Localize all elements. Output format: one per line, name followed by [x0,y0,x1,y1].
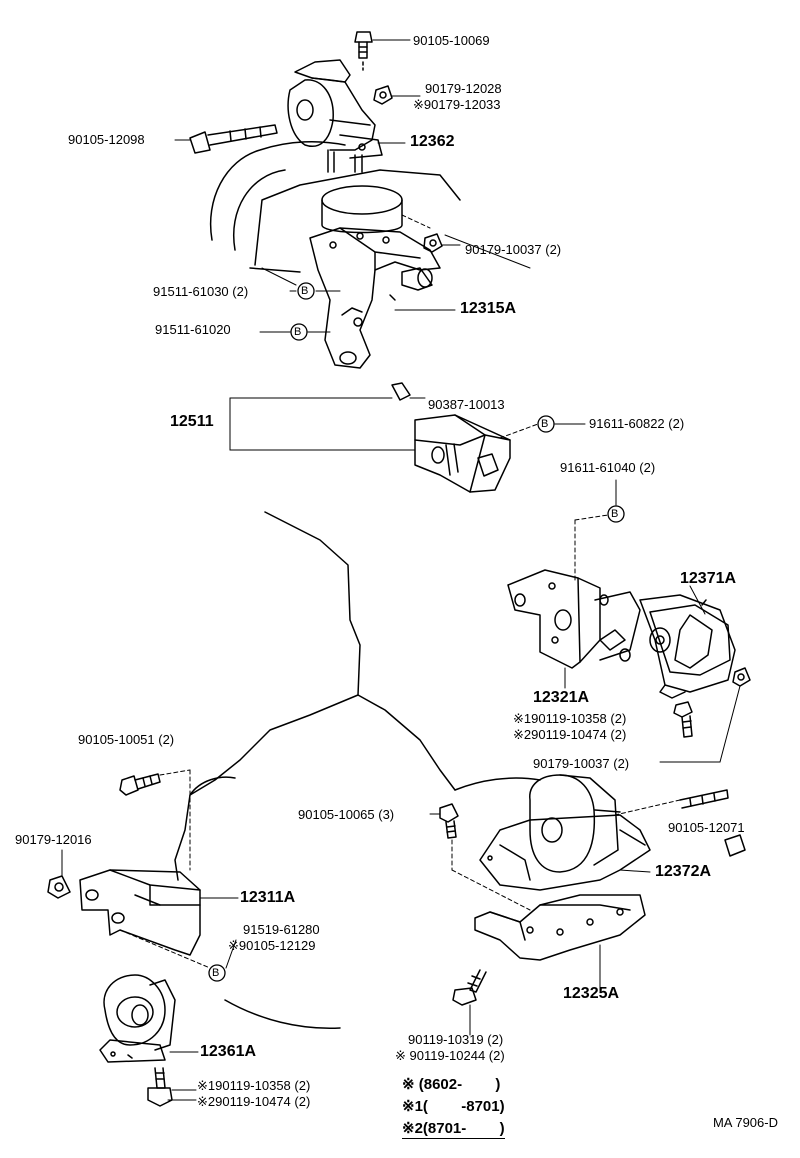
label-90119-10319: 90119-10319 (2) [408,1032,504,1047]
label-90179-10037-right: 90179-10037 (2) [533,756,630,771]
label-90105-10069: 90105-10069 [413,33,490,48]
label-91511-61030: 91511-61030 (2) [153,284,249,299]
label-90119-10244: ※ 90119-10244 (2) [395,1048,505,1063]
mount-12372A [479,774,651,891]
nut-90179-10037-right [732,667,751,687]
label-12311A: 12311A [240,889,296,906]
mount-12362 [287,59,383,173]
label-90119-10474-right: ※290119-10474 (2) [513,727,627,742]
note-8602: ※ (8602- ) [402,1076,501,1093]
label-90179-12033: ※90179-12033 [413,97,501,112]
label-12321A: 12321A [533,689,590,706]
label-90105-10051: 90105-10051 (2) [78,732,175,747]
bracket-12321A [507,569,641,669]
diagram-code: MA 7906-D [712,1115,778,1130]
mount-12361A [99,974,176,1063]
marker-b-4: B [611,508,619,520]
label-90119-10358-left: ※190119-10358 (2) [197,1078,311,1093]
label-12511: 12511 [170,413,214,430]
note-8701-end: ※1( -8701) [402,1098,505,1115]
label-12361A: 12361A [200,1043,257,1060]
label-90105-10065: 90105-10065 (3) [298,807,395,822]
label-91511-61020: 91511-61020 [155,322,231,337]
mount-12511 [391,382,511,493]
bracket-12311A [79,869,201,956]
transmission-outline [174,140,541,1030]
label-90179-12028: 90179-12028 [425,81,502,96]
label-90105-12098: 90105-12098 [68,132,145,147]
label-12371A: 12371A [680,570,737,587]
label-90179-10037-top: 90179-10037 (2) [465,242,562,257]
label-12372A: 12372A [655,863,712,880]
bolt-90105-10069 [354,31,373,71]
label-91611-61040: 91611-61040 (2) [560,460,656,475]
bolt-90105-10065 [439,803,459,839]
bolt-90105-10051 [119,773,161,796]
bolt-90119-10358-left [147,1067,173,1107]
note-8701-start: ※2(8701- ) [402,1120,505,1139]
mount-12371A [639,594,736,699]
marker-b-3: B [541,418,549,430]
label-90387-10013: 90387-10013 [428,397,505,412]
label-90105-12071: 90105-12071 [668,820,745,835]
label-12325A: 12325A [563,985,620,1002]
bracket-12315A [309,185,441,369]
bolt-90119-10319 [452,969,487,1006]
label-12362: 12362 [410,133,455,150]
label-91519-61280: 91519-61280 [243,922,320,937]
bolt-90105-12098 [189,124,278,154]
nut-90179-10037-top [423,233,443,253]
label-90105-12129: ※90105-12129 [228,938,316,953]
marker-b-5: B [212,967,220,979]
marker-b-1: B [301,285,309,297]
label-90119-10358-right: ※190119-10358 (2) [513,711,627,726]
plate-12325A [474,894,646,961]
label-90119-10474-left: ※290119-10474 (2) [197,1094,311,1109]
label-91611-60822: 91611-60822 (2) [589,416,685,431]
label-90179-12016: 90179-12016 [15,832,92,847]
nut-90179-12016 [47,875,71,899]
leader-lines [61,39,741,1101]
circle-markers [208,282,625,982]
label-12315A: 12315A [460,300,517,317]
bolt-90119-10358-right [673,701,693,738]
nut-90179-12028 [373,85,393,105]
bolt-90105-12071 [679,789,746,857]
marker-b-2: B [294,326,302,338]
